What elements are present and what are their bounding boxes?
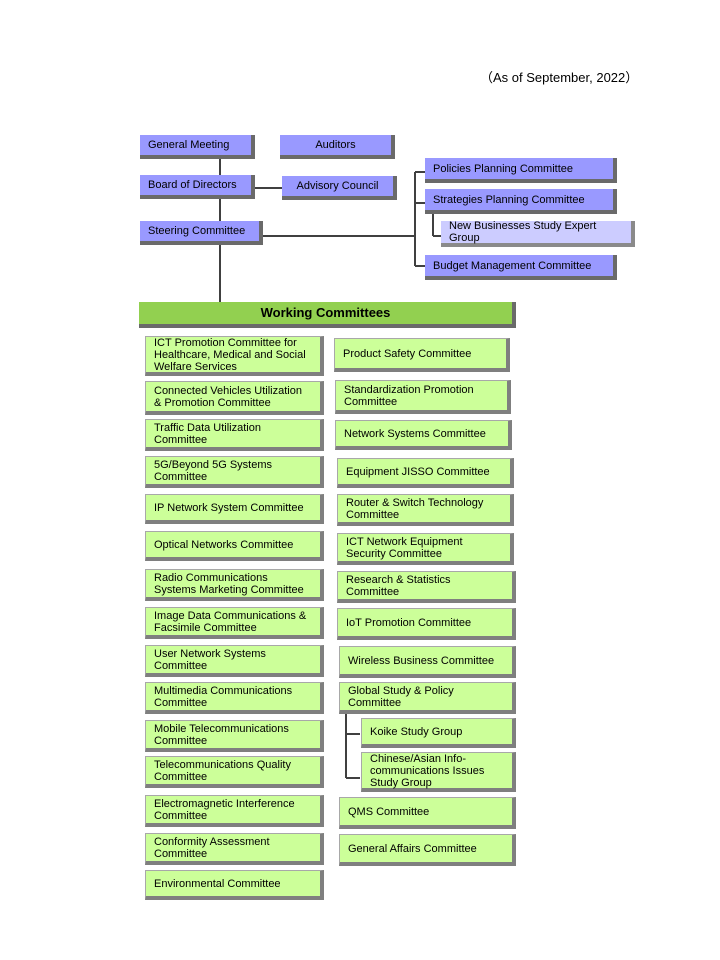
committee-right-4: Equipment JISSO Committee <box>337 458 514 488</box>
committee-left-4: 5G/Beyond 5G Systems Committee <box>145 456 324 488</box>
committee-left-11: Mobile Telecommunications Committee <box>145 720 324 752</box>
committee-right-11: QMS Committee <box>339 797 516 829</box>
committee-right-5: Router & Switch Technology Committee <box>337 494 514 526</box>
board-of-directors-box: Board of Directors <box>140 175 255 199</box>
study-group-koike: Koike Study Group <box>361 718 516 748</box>
study-group-chinese-asian: Chinese/Asian Info-communications Issues… <box>361 752 516 792</box>
committee-left-14: Conformity Assessment Committee <box>145 833 324 865</box>
committee-left-9: User Network Systems Committee <box>145 645 324 677</box>
steering-committee-box: Steering Committee <box>140 221 263 245</box>
as-of-date: （As of September, 2022） <box>480 70 639 85</box>
committee-left-13: Electromagnetic Interference Committee <box>145 795 324 827</box>
policies-planning-committee-box: Policies Planning Committee <box>425 158 617 183</box>
general-meeting-box: General Meeting <box>140 135 255 159</box>
committee-left-12: Telecommunications Quality Committee <box>145 756 324 788</box>
committee-right-12: General Affairs Committee <box>339 834 516 866</box>
committee-right-10: Global Study & Policy Committee <box>339 682 516 714</box>
committee-left-10: Multimedia Communications Committee <box>145 682 324 714</box>
committee-left-6: Optical Networks Committee <box>145 531 324 561</box>
committee-right-1: Product Safety Committee <box>334 338 510 372</box>
committee-right-8: IoT Promotion Committee <box>337 608 516 640</box>
new-businesses-study-expert-group-box: New Businesses Study Expert Group <box>441 220 635 247</box>
auditors-box: Auditors <box>280 135 395 159</box>
committee-left-8: Image Data Communications & Facsimile Co… <box>145 607 324 639</box>
committee-right-6: ICT Network Equipment Security Committee <box>337 533 514 565</box>
committee-left-7: Radio Communications Systems Marketing C… <box>145 569 324 601</box>
committee-left-2: Connected Vehicles Utilization & Promoti… <box>145 381 324 415</box>
committee-left-15: Environmental Committee <box>145 870 324 900</box>
committee-right-7: Research & Statistics Committee <box>337 571 516 603</box>
committee-left-3: Traffic Data Utilization Committee <box>145 419 324 451</box>
committee-right-2: Standardization Promotion Committee <box>335 380 511 414</box>
advisory-council-box: Advisory Council <box>282 176 397 200</box>
committee-right-9: Wireless Business Committee <box>339 646 516 678</box>
committee-left-5: IP Network System Committee <box>145 494 324 524</box>
working-committees-header: Working Committees <box>139 302 516 328</box>
strategies-planning-committee-box: Strategies Planning Committee <box>425 189 617 214</box>
budget-management-committee-box: Budget Management Committee <box>425 255 617 280</box>
committee-right-3: Network Systems Committee <box>335 420 512 450</box>
committee-left-1: ICT Promotion Committee for Healthcare, … <box>145 336 324 376</box>
